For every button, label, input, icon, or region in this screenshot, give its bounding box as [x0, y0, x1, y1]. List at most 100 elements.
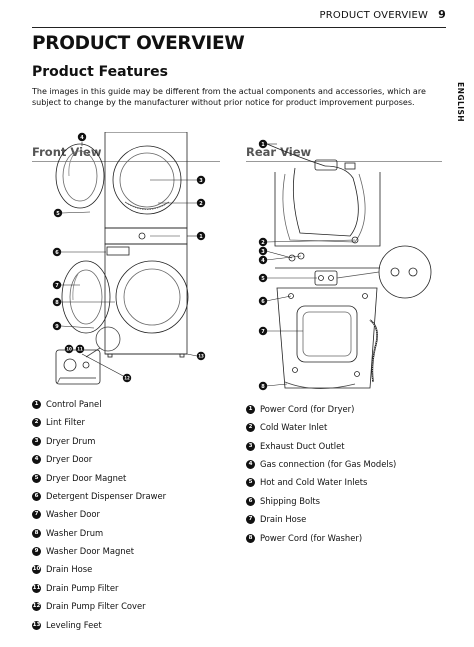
rear-callout-6: 6 — [258, 296, 268, 306]
front-view-rule — [32, 161, 220, 162]
front-list-item: 6 Detergent Dispenser Drawer — [32, 491, 166, 501]
svg-text:3: 3 — [261, 249, 265, 255]
item-label: Drain Pump Filter — [46, 583, 119, 593]
callout-2: 2 — [196, 198, 206, 208]
callout-6: 6 — [52, 247, 62, 257]
item-number-badge: 8 — [246, 533, 255, 543]
item-label: Gas connection (for Gas Models) — [260, 459, 397, 469]
svg-text:8: 8 — [261, 384, 265, 390]
section-subtitle: Product Features — [32, 64, 168, 80]
front-list-item: 10 Drain Hose — [32, 564, 92, 574]
item-number-badge: 6 — [246, 496, 255, 506]
svg-text:10: 10 — [66, 347, 72, 352]
page-number: 9 — [438, 8, 446, 21]
callout-7: 7 — [52, 280, 62, 290]
item-label: Power Cord (for Dryer) — [260, 404, 355, 414]
svg-text:4: 4 — [80, 135, 84, 141]
item-number-badge: 6 — [32, 491, 41, 501]
svg-text:4: 4 — [261, 258, 265, 264]
item-number-badge: 1 — [32, 399, 41, 409]
front-list-item: 3 Dryer Drum — [32, 436, 95, 446]
item-number-badge: 5 — [32, 473, 41, 483]
item-number-badge: 4 — [246, 459, 255, 469]
item-number-badge: 4 — [32, 454, 41, 464]
callout-13: 13 — [196, 351, 206, 361]
intro-paragraph: The images in this guide may be differen… — [32, 87, 426, 107]
item-label: Hot and Cold Water Inlets — [260, 477, 368, 487]
callout-4: 4 — [77, 132, 87, 142]
rear-list-item: 3 Exhaust Duct Outlet — [246, 441, 345, 451]
callout-10: 10 — [64, 344, 74, 354]
item-number-badge: 11 — [32, 583, 41, 593]
svg-text:12: 12 — [124, 376, 130, 381]
callout-9: 9 — [52, 321, 62, 331]
item-label: Dryer Drum — [46, 436, 96, 446]
front-list-item: 8 Washer Drum — [32, 528, 103, 538]
rear-callout-8: 8 — [258, 381, 268, 391]
item-number-badge: 10 — [32, 564, 41, 574]
rear-list-item: 5 Hot and Cold Water Inlets — [246, 477, 367, 487]
svg-text:7: 7 — [261, 329, 265, 335]
svg-text:8: 8 — [55, 300, 59, 306]
item-label: Exhaust Duct Outlet — [260, 441, 345, 451]
item-label: Washer Door — [46, 509, 100, 519]
front-list-item: 11 Drain Pump Filter — [32, 583, 118, 593]
rear-list-item: 1 Power Cord (for Dryer) — [246, 404, 354, 414]
language-tab: ENGLISH — [456, 82, 465, 123]
front-view-heading: Front View — [32, 145, 102, 159]
rear-list-item: 7 Drain Hose — [246, 514, 306, 524]
item-label: Leveling Feet — [46, 620, 102, 630]
item-label: Washer Drum — [46, 528, 104, 538]
svg-text:1: 1 — [261, 142, 265, 148]
item-number-badge: 1 — [246, 404, 255, 414]
svg-text:13: 13 — [198, 354, 204, 359]
rear-callout-2: 2 — [258, 237, 268, 247]
callout-11: 11 — [75, 344, 85, 354]
item-label: Dryer Door — [46, 454, 93, 464]
item-number-badge: 9 — [32, 546, 41, 556]
front-list-item: 2 Lint Filter — [32, 417, 85, 427]
header-rule — [32, 27, 446, 28]
header-section: PRODUCT OVERVIEW — [319, 10, 429, 21]
item-label: Cold Water Inlet — [260, 422, 328, 432]
svg-text:5: 5 — [56, 211, 60, 217]
rear-list-item: 2 Cold Water Inlet — [246, 422, 327, 432]
rear-callout-4: 4 — [258, 255, 268, 265]
item-number-badge: 8 — [32, 528, 41, 538]
item-label: Lint Filter — [46, 417, 85, 427]
front-list-item: 13 Leveling Feet — [32, 620, 102, 630]
svg-text:5: 5 — [261, 276, 265, 282]
svg-text:6: 6 — [55, 250, 59, 256]
item-number-badge: 7 — [32, 509, 41, 519]
item-number-badge: 2 — [32, 417, 41, 427]
svg-text:2: 2 — [199, 201, 203, 207]
rear-view-illustration — [265, 143, 432, 389]
svg-text:1: 1 — [199, 234, 203, 240]
svg-text:7: 7 — [55, 283, 59, 289]
callout-1: 1 — [196, 231, 206, 241]
rear-view-callouts: 1 2 3 4 5 6 7 8 — [258, 139, 268, 391]
svg-text:11: 11 — [77, 347, 83, 352]
rear-list-item: 4 Gas connection (for Gas Models) — [246, 459, 396, 469]
item-number-badge: 2 — [246, 422, 255, 432]
front-view-illustration — [55, 132, 198, 385]
item-label: Drain Hose — [46, 564, 93, 574]
item-number-badge: 5 — [246, 477, 255, 487]
item-label: Detergent Dispenser Drawer — [46, 491, 167, 501]
item-number-badge: 13 — [32, 620, 41, 630]
item-label: Drain Hose — [260, 514, 307, 524]
callout-12: 12 — [122, 373, 132, 383]
front-list-item: 4 Dryer Door — [32, 454, 92, 464]
callout-5: 5 — [53, 208, 63, 218]
svg-text:6: 6 — [261, 299, 265, 305]
svg-text:9: 9 — [55, 324, 59, 330]
rear-callout-7: 7 — [258, 326, 268, 336]
item-number-badge: 7 — [246, 514, 255, 524]
item-number-badge: 3 — [246, 441, 255, 451]
item-number-badge: 3 — [32, 436, 41, 446]
item-label: Drain Pump Filter Cover — [46, 601, 146, 611]
